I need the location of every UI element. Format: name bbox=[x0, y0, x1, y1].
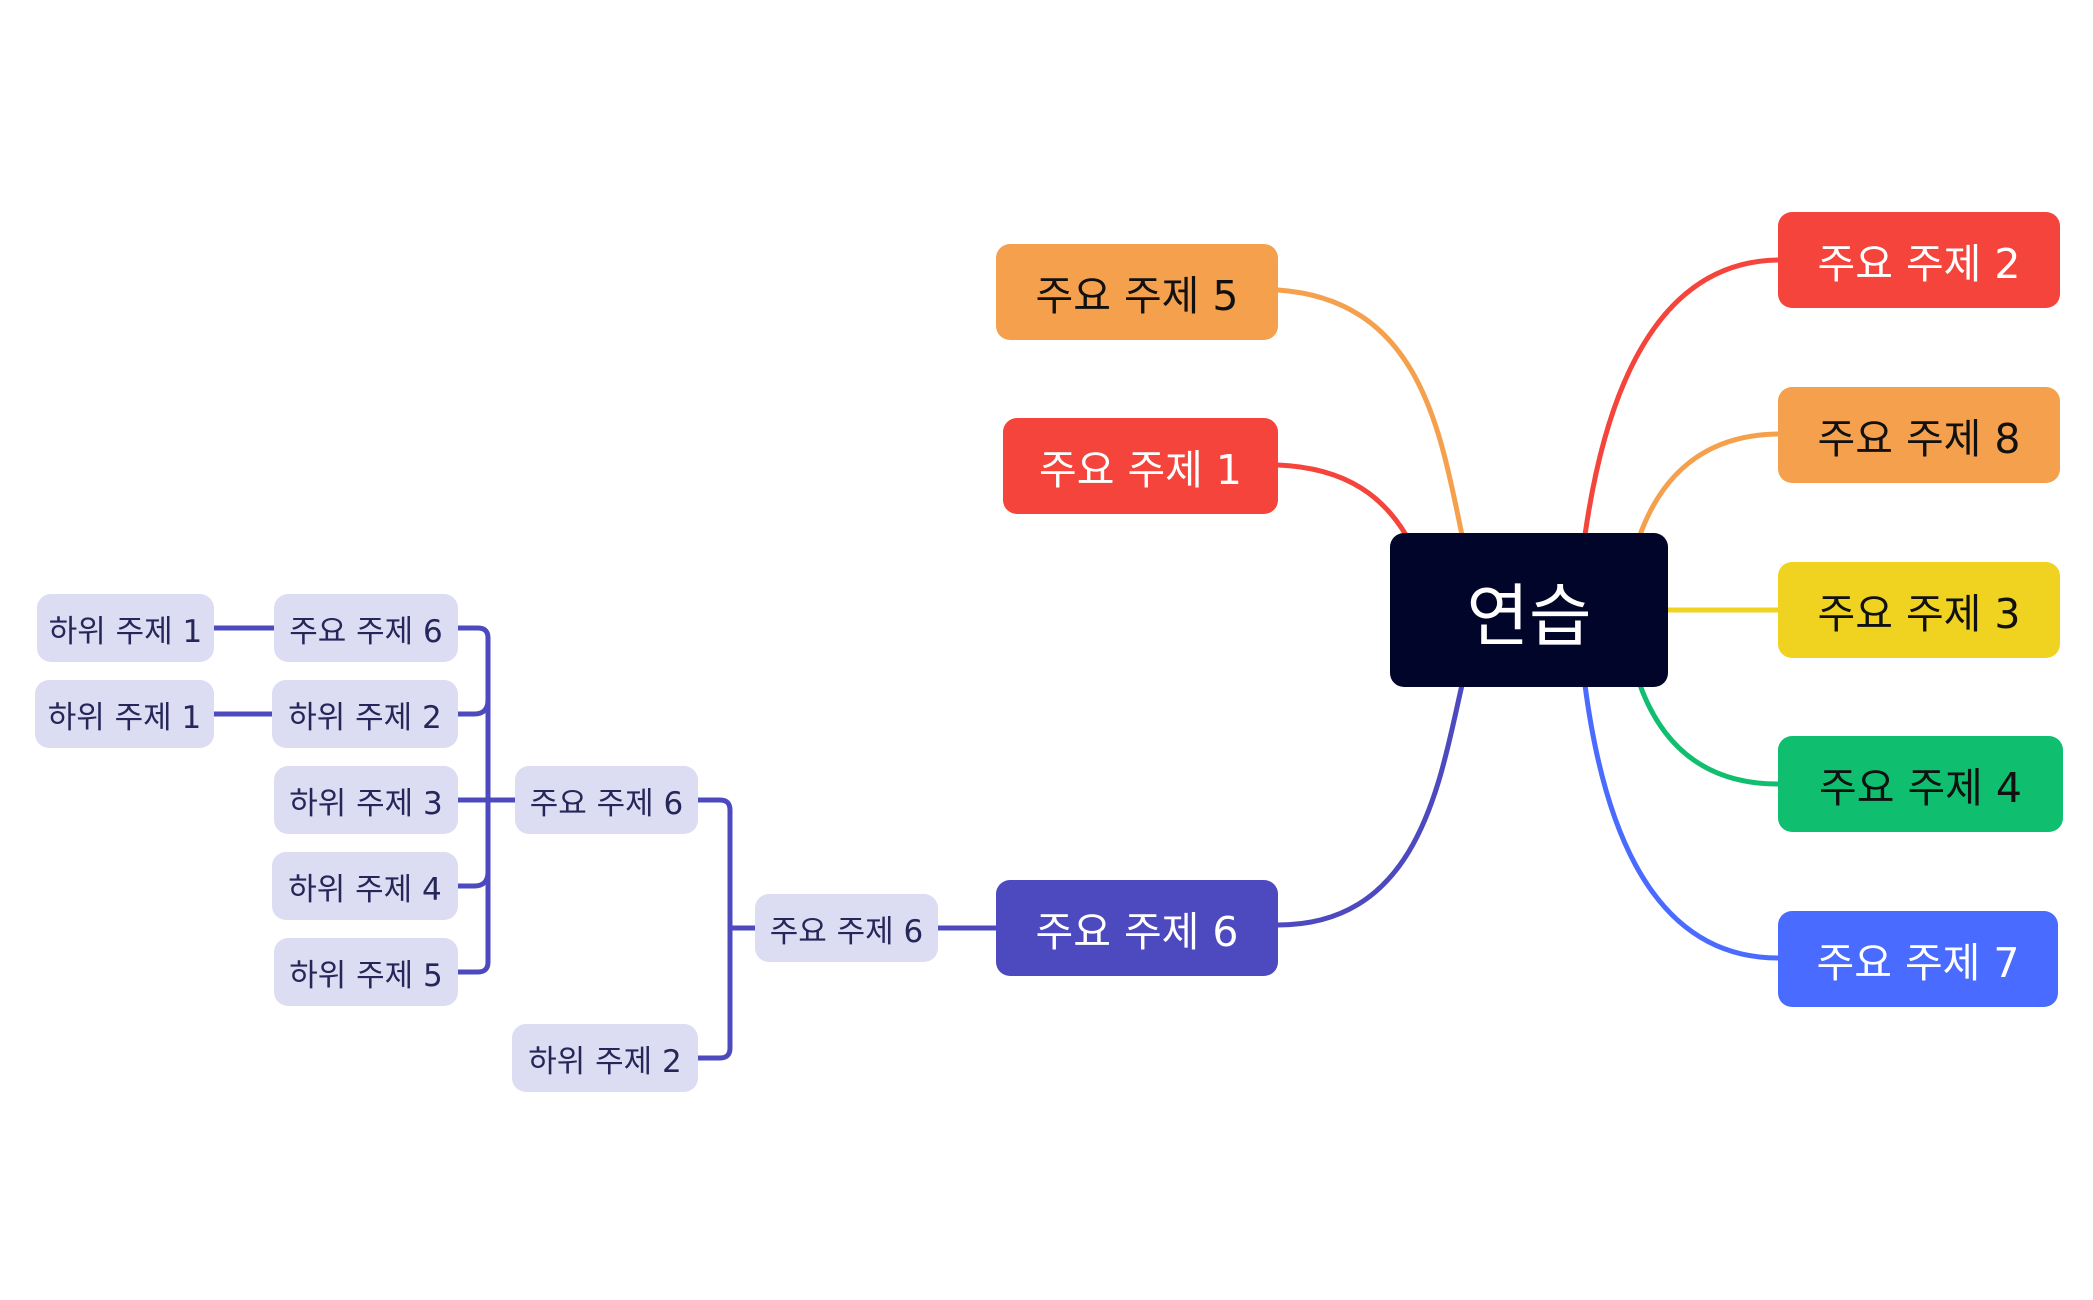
sub-topic[interactable]: 주요 주제 6 bbox=[515, 766, 698, 834]
main-topic-8[interactable]: 주요 주제 8 bbox=[1778, 387, 2060, 483]
sub-topic[interactable]: 하위 주제 4 bbox=[272, 852, 458, 920]
sub-topic[interactable]: 하위 주제 2 bbox=[512, 1024, 698, 1092]
sub-topic-label: 주요 주제 6 bbox=[289, 613, 443, 650]
sub-topic[interactable]: 하위 주제 5 bbox=[274, 938, 458, 1006]
sub-topic[interactable]: 하위 주제 2 bbox=[272, 680, 458, 748]
main-topic-1-label: 주요 주제 1 bbox=[1038, 446, 1243, 494]
main-topic-1[interactable]: 주요 주제 1 bbox=[1003, 418, 1278, 514]
link-b-d bbox=[455, 625, 518, 803]
sub-topic-label: 하위 주제 2 bbox=[288, 699, 442, 736]
main-topic-4[interactable]: 주요 주제 4 bbox=[1778, 736, 2063, 832]
main-topic-2-label: 주요 주제 2 bbox=[1817, 240, 2021, 288]
link-central-m5 bbox=[1275, 287, 1465, 538]
sub-topic[interactable]: 하위 주제 3 bbox=[274, 766, 458, 834]
sub-topic[interactable]: 하위 주제 1 bbox=[35, 680, 214, 748]
link-a-c bbox=[695, 925, 733, 1061]
link-central-m2 bbox=[1582, 257, 1781, 538]
main-topic-3-label: 주요 주제 3 bbox=[1817, 590, 2021, 638]
link-b-e bbox=[455, 697, 491, 717]
link-central-m6 bbox=[1275, 682, 1465, 928]
sub-topic-label: 하위 주제 4 bbox=[288, 871, 442, 908]
main-topic-5-label: 주요 주제 5 bbox=[1035, 272, 1239, 320]
link-b-h bbox=[455, 797, 491, 975]
link-central-m4 bbox=[1637, 682, 1781, 787]
sub-topic[interactable]: 주요 주제 6 bbox=[274, 594, 458, 662]
sub-topic[interactable]: 주요 주제 6 bbox=[755, 894, 938, 962]
main-topic-8-label: 주요 주제 8 bbox=[1817, 415, 2021, 463]
link-central-m1 bbox=[1275, 462, 1409, 538]
sub-topic-label: 하위 주제 5 bbox=[289, 957, 443, 994]
sub-topic-label: 하위 주제 3 bbox=[289, 785, 443, 822]
sub-topic-label: 하위 주제 2 bbox=[528, 1043, 682, 1080]
sub-topic-label: 주요 주제 6 bbox=[529, 785, 684, 822]
link-central-m8 bbox=[1637, 431, 1781, 538]
link-a-b bbox=[695, 797, 758, 931]
main-topic-7-label: 주요 주제 7 bbox=[1816, 939, 2020, 987]
central-topic-label: 연습 bbox=[1466, 577, 1592, 657]
main-topic-6-label: 주요 주제 6 bbox=[1035, 908, 1239, 956]
sub-topic[interactable]: 하위 주제 1 bbox=[37, 594, 214, 662]
main-topic-3[interactable]: 주요 주제 3 bbox=[1778, 562, 2060, 658]
link-central-m7 bbox=[1582, 682, 1781, 961]
sub-topic-label: 주요 주제 6 bbox=[769, 913, 924, 950]
main-topic-5[interactable]: 주요 주제 5 bbox=[996, 244, 1278, 340]
sub-topic-label: 하위 주제 1 bbox=[48, 613, 203, 650]
main-topic-4-label: 주요 주제 4 bbox=[1818, 764, 2023, 812]
link-b-g bbox=[455, 869, 491, 889]
sub-topic-label: 하위 주제 1 bbox=[47, 699, 202, 736]
main-topic-7[interactable]: 주요 주제 7 bbox=[1778, 911, 2058, 1007]
main-topic-2[interactable]: 주요 주제 2 bbox=[1778, 212, 2060, 308]
main-topic-6[interactable]: 주요 주제 6 bbox=[996, 880, 1278, 976]
central-topic[interactable]: 연습 bbox=[1390, 533, 1668, 687]
